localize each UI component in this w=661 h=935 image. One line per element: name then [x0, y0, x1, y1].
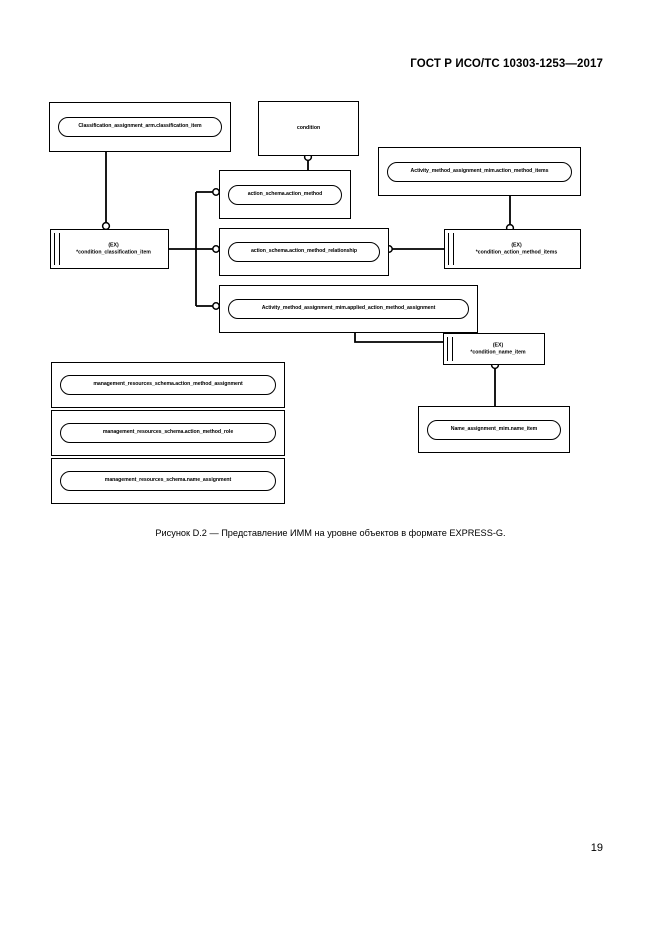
node-body: (EX) *condition_classification_item	[62, 243, 165, 256]
node-body: action_schema.action_method	[228, 184, 342, 205]
node-action-schema-action-method[interactable]: action_schema.action_method	[219, 170, 351, 219]
ex-tag: (EX)	[511, 242, 522, 249]
node-activity-method-assignment-mim-action-method-items[interactable]: Activity_method_assignment_mim.action_me…	[378, 147, 581, 196]
node-label: *condition_action_method_items	[475, 249, 558, 255]
node-mrs-name-assignment[interactable]: management_resources_schema.name_assignm…	[51, 458, 285, 504]
ex-tag: (EX)	[492, 342, 504, 349]
node-body: Name_assignment_mim.name_item	[427, 419, 561, 440]
document-header: ГОСТ Р ИСО/ТС 10303-1253—2017	[410, 58, 603, 70]
node-label: management_resources_schema.action_metho…	[102, 429, 234, 436]
node-label: action_schema.action_method	[247, 190, 323, 197]
node-condition-name-item[interactable]: (EX) *condition_name_item	[443, 333, 545, 365]
node-condition[interactable]: condition	[258, 101, 359, 156]
node-body: management_resources_schema.action_metho…	[60, 375, 276, 395]
node-body: (EX) *condition_action_method_items	[456, 243, 577, 256]
figure-caption: Рисунок D.2 — Представление ИММ на уровн…	[155, 528, 506, 538]
node-label: Classification_assignment_arm.classifica…	[78, 123, 202, 130]
node-body: (EX) *condition_name_item	[455, 343, 541, 356]
node-label: management_resources_schema.action_metho…	[93, 381, 243, 388]
node-body: action_schema.action_method_relationship	[228, 242, 380, 262]
ex-tag: (EX)	[108, 242, 119, 249]
node-body: Activity_method_assignment_mim.applied_a…	[228, 299, 469, 319]
node-classification-assignment-arm[interactable]: Classification_assignment_arm.classifica…	[49, 102, 231, 152]
node-body: management_resources_schema.name_assignm…	[60, 471, 276, 491]
node-condition-action-method-items[interactable]: (EX) *condition_action_method_items	[444, 229, 581, 269]
node-body: management_resources_schema.action_metho…	[60, 423, 276, 443]
node-label: Activity_method_assignment_mim.action_me…	[410, 167, 549, 174]
node-label: Name_assignment_mim.name_item	[450, 425, 538, 432]
ex-marker-bar	[54, 233, 60, 265]
node-body: Classification_assignment_arm.classifica…	[58, 117, 222, 137]
node-body: Activity_method_assignment_mim.action_me…	[387, 161, 572, 182]
node-label: action_schema.action_method_relationship	[250, 248, 358, 255]
node-condition-classification-item[interactable]: (EX) *condition_classification_item	[50, 229, 169, 269]
page-number: 19	[590, 842, 603, 854]
node-label: *condition_name_item	[470, 349, 526, 355]
node-mrs-action-method-assignment[interactable]: management_resources_schema.action_metho…	[51, 362, 285, 408]
node-applied-action-method-assignment[interactable]: Activity_method_assignment_mim.applied_a…	[219, 285, 478, 333]
ex-marker-bar	[448, 233, 454, 265]
node-name-assignment-mim-name-item[interactable]: Name_assignment_mim.name_item	[418, 406, 570, 453]
ex-marker-bar	[447, 337, 453, 361]
node-label: management_resources_schema.name_assignm…	[104, 477, 232, 484]
node-label: *condition_classification_item	[76, 249, 151, 255]
node-action-schema-action-method-relationship[interactable]: action_schema.action_method_relationship	[219, 228, 389, 276]
node-label: Activity_method_assignment_mim.applied_a…	[261, 305, 436, 312]
node-label: condition	[296, 124, 321, 131]
node-mrs-action-method-role[interactable]: management_resources_schema.action_metho…	[51, 410, 285, 456]
